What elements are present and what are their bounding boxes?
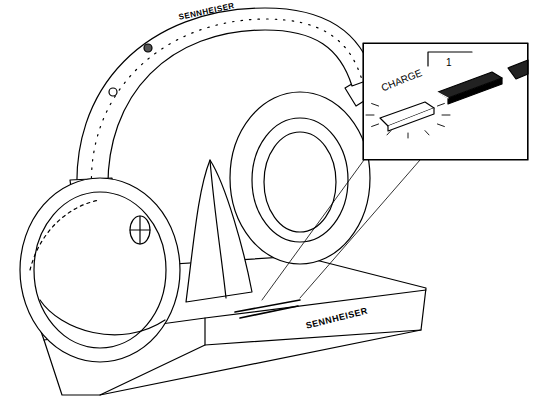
- inset-box: CHARGE 1: [363, 43, 528, 160]
- channel-number: 1: [446, 58, 452, 68]
- button-label: CHARGE: [380, 68, 423, 93]
